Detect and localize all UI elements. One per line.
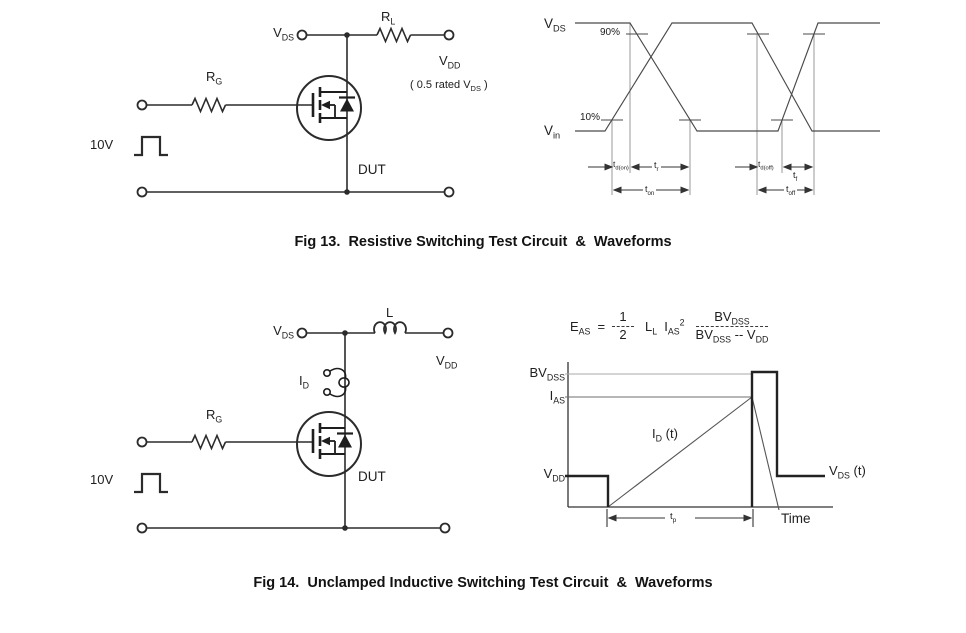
resistor-rg (191, 96, 227, 114)
fig13-junction-dots (344, 32, 350, 195)
fig14-junction-dots (342, 330, 348, 531)
tp-arrows (607, 514, 753, 522)
level-ticks (601, 33, 825, 121)
fig14-l-label: L (386, 305, 394, 320)
fig13-vds-label: VDS (273, 25, 294, 43)
tp-label: tp (668, 511, 679, 524)
fig13-vdd-note: ( 0.5 rated VDS ) (410, 79, 488, 94)
fig13-terminals (136, 29, 455, 198)
time-axis-label: Time (781, 511, 811, 526)
fig13-pulse-label: 10V (90, 137, 114, 152)
resistor-rl (376, 26, 412, 44)
fig13-rg-label: RG (206, 69, 223, 87)
terminal-gnd-left (136, 522, 148, 534)
timing-arrows (588, 163, 814, 194)
fig14-wires (146, 321, 444, 529)
eq-inductance-term: LL (645, 318, 658, 337)
mosfet-symbol (296, 411, 362, 477)
fig13-wave-vds-label: VDS (544, 16, 566, 34)
terminal-gnd-right (439, 522, 451, 534)
fig14-vds-label: VDS (273, 323, 294, 341)
ias-axis-label: IAS (549, 388, 565, 406)
vin-trace (575, 22, 880, 132)
fig14-caption: Fig 14. Unclamped Inductive Switching Te… (253, 575, 713, 591)
eq-current-term: IAS2 (664, 317, 685, 337)
terminal-vdd (442, 327, 454, 339)
body-diode (340, 98, 354, 112)
fig14-pulse-label: 10V (90, 472, 114, 487)
body-arrow (321, 436, 330, 446)
fig13-wires (146, 26, 445, 193)
ten-percent-label: 10% (580, 112, 601, 123)
inductor-l (373, 321, 407, 335)
axes (567, 362, 833, 508)
fig13-caption: Fig 13. Resistive Switching Test Circuit… (294, 234, 672, 250)
fig14-rg-label: RG (206, 407, 223, 425)
fig13-vdd-label: VDD (439, 53, 461, 71)
eq-half-fraction: 1 2 (612, 309, 635, 342)
ton-label: ton (643, 184, 657, 197)
body-diode (338, 434, 352, 448)
vds-t-label: VDS (t) (829, 463, 866, 481)
vdd-axis-label: VDD (543, 466, 565, 484)
fig14-id-label: ID (299, 373, 310, 391)
mosfet-symbol (296, 75, 362, 141)
terminal-gnd-right (443, 186, 455, 198)
terminal-gate (136, 436, 148, 448)
ninety-percent-label: 90% (600, 27, 621, 38)
fig14-dut-label: DUT (358, 469, 386, 484)
pulse-source-icon (134, 135, 168, 157)
fig14-terminals (136, 327, 454, 534)
tf-label: tf (793, 170, 798, 183)
fig14-circuit-schematic (134, 321, 454, 534)
id-ramp (607, 396, 753, 508)
current-probe-icon (323, 367, 350, 398)
eq-lhs: EAS (570, 318, 591, 337)
terminal-vds (296, 327, 308, 339)
vds-start-level (565, 474, 610, 507)
eq-voltage-fraction: BVDSS BVDSS -- VDD (695, 309, 769, 345)
terminal-vds (296, 29, 308, 41)
terminal-gate (136, 99, 148, 111)
toff-label: toff (784, 184, 798, 197)
id-t-label: ID (t) (652, 426, 678, 444)
eas-equation: EAS = 1 2 LL IAS2 BVDSS BVDSS -- VDD (570, 301, 769, 351)
tr-label: tr (652, 160, 661, 173)
fig13-wave-vin-label: Vin (544, 123, 561, 141)
terminal-vdd (443, 29, 455, 41)
fig14-vdd-label: VDD (436, 353, 458, 371)
resistor-rg (191, 433, 227, 451)
id-fall (751, 396, 780, 511)
terminal-gnd-left (136, 186, 148, 198)
fig14-waveform-plot (565, 362, 833, 527)
vds-trace (575, 22, 880, 132)
td-off-label: td(off) (758, 159, 774, 172)
fig13-dut-label: DUT (358, 162, 386, 177)
eq-equals: = (597, 318, 606, 334)
fig13-circuit-schematic (134, 26, 455, 198)
guide-lines (611, 23, 815, 195)
td-on-label: td(on) (613, 159, 629, 172)
tp-bars (606, 509, 754, 527)
pulse-source-icon (134, 472, 168, 494)
bvdss-axis-label: BVDSS (529, 365, 566, 383)
fig13-rl-label: RL (381, 9, 396, 27)
fig13-waveform-plot (575, 22, 880, 195)
vds-avalanche-pulse (750, 370, 825, 507)
body-arrow (321, 100, 330, 110)
